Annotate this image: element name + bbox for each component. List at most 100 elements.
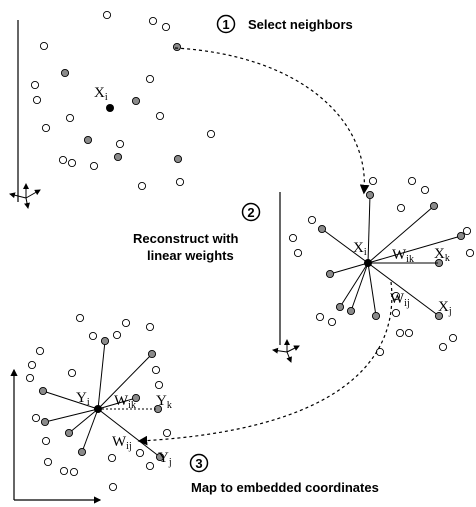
panel3-yk-label: Yk xyxy=(156,393,172,411)
step-1-number: 1 xyxy=(222,17,229,32)
panel3-wij-label: Wij xyxy=(112,434,132,452)
panel1-point xyxy=(39,41,49,51)
panel1-point xyxy=(173,154,183,164)
panel2-wij-label: Wij xyxy=(390,291,410,309)
panel1-point xyxy=(102,10,112,20)
panel3-point xyxy=(154,380,164,390)
panel2-neighbor-point xyxy=(456,231,466,241)
panel3-point xyxy=(25,373,35,383)
panel3-point xyxy=(145,322,155,332)
panel3-spoke xyxy=(81,408,99,453)
panel2-neighbor-point xyxy=(325,269,335,279)
panel1-point xyxy=(60,68,70,78)
panel2-point xyxy=(395,328,405,338)
panel3-neighbor-point xyxy=(40,417,50,427)
panel3-point xyxy=(112,330,122,340)
panel1-point xyxy=(115,139,125,149)
panel2-axes-icon xyxy=(272,339,300,363)
panel2-point xyxy=(448,333,458,343)
panel2-point xyxy=(462,226,472,236)
panel2-point xyxy=(288,233,298,243)
step-1-label: Select neighbors xyxy=(248,17,353,32)
panel3-point xyxy=(67,368,77,378)
panel3-yi-label: Yi xyxy=(76,390,90,408)
panel2-spoke xyxy=(367,194,371,264)
panel3-spoke xyxy=(42,390,99,410)
panel2-spoke xyxy=(367,235,462,264)
panel2-point xyxy=(438,342,448,352)
panel3-neighbor-point xyxy=(131,393,141,403)
panel1-point xyxy=(137,181,147,191)
panel2-neighbor-point xyxy=(335,302,345,312)
panel1-point xyxy=(206,129,216,139)
panel3-yj-label: Yj xyxy=(158,450,172,468)
panel3-point xyxy=(69,467,79,477)
panel2-neighbor-point xyxy=(365,190,375,200)
panel3-point xyxy=(35,346,45,356)
panel1-point xyxy=(32,95,42,105)
panel1-point xyxy=(65,113,75,123)
panel3-neighbor-point xyxy=(38,386,48,396)
panel-3: Yi Wik Wij Yk Yj xyxy=(10,313,172,504)
panel1-axes-icon xyxy=(9,183,41,209)
panel3-point xyxy=(27,360,37,370)
panel2-point xyxy=(420,185,430,195)
panel2-point xyxy=(404,328,414,338)
panel2-spoke xyxy=(339,262,369,308)
panel1-point xyxy=(172,42,182,52)
panel2-point xyxy=(315,312,325,322)
panel2-spoke xyxy=(367,262,377,317)
panel3-point xyxy=(162,428,172,438)
step-2-circle xyxy=(241,202,261,222)
panel2-spoke xyxy=(350,262,369,312)
panel2-xj-label: Xj xyxy=(438,299,452,317)
step-3-label: Map to embedded coordinates xyxy=(191,480,379,495)
step-3-circle xyxy=(189,453,209,473)
panel1-point xyxy=(161,22,171,32)
arrow-panel2-to-panel3 xyxy=(137,281,393,446)
panel1-point xyxy=(131,96,141,106)
panel2-point xyxy=(465,248,475,258)
panel1-point xyxy=(30,80,40,90)
step-3: 3 Map to embedded coordinates xyxy=(189,453,379,495)
panel2-spoke xyxy=(321,228,369,264)
panel3-point xyxy=(88,331,98,341)
panel2-point xyxy=(396,203,406,213)
step-2-label-line1: Reconstruct with xyxy=(133,231,239,246)
panel3-point xyxy=(59,466,69,476)
panel3-point xyxy=(135,448,145,458)
panel3-spoke xyxy=(44,408,99,423)
panel2-point xyxy=(327,317,337,327)
panel2-neighbor-point xyxy=(434,258,444,268)
panel2-spoke xyxy=(367,262,440,317)
panel1-xi-label: Xi xyxy=(94,85,108,103)
panel3-spoke xyxy=(97,353,153,410)
panel3-spoke xyxy=(68,408,99,434)
panel2-neighbor-point xyxy=(429,201,439,211)
panel1-point xyxy=(148,16,158,26)
panel2-xi-label: Xi xyxy=(353,240,367,258)
panel3-spoke xyxy=(97,408,161,458)
panel1-point xyxy=(67,158,77,168)
panel3-wik-label: Wik xyxy=(114,393,136,411)
panel3-point xyxy=(121,318,131,328)
panel2-point xyxy=(307,215,317,225)
panel1-point xyxy=(89,161,99,171)
panel2-spoke xyxy=(367,205,435,264)
panel3-spoke xyxy=(97,397,137,410)
step-1: 1 Select neighbors xyxy=(216,14,353,34)
step-3-number: 3 xyxy=(195,456,202,471)
panel3-neighbor-point xyxy=(155,452,165,462)
panel1-point xyxy=(41,123,51,133)
panel2-neighbor-point xyxy=(371,311,381,321)
panel-2: Xi Wik Wij Xk Xj xyxy=(272,176,475,363)
panel2-neighbor-point xyxy=(317,224,327,234)
panel2-neighbor-point xyxy=(434,311,444,321)
arrow-panel1-to-panel2 xyxy=(174,47,370,195)
panel1-point xyxy=(113,152,123,162)
panel1-point-xi xyxy=(106,104,114,112)
panel2-point xyxy=(293,248,303,258)
step-2: 2 Reconstruct with linear weights xyxy=(133,202,261,263)
panel2-point xyxy=(391,308,401,318)
